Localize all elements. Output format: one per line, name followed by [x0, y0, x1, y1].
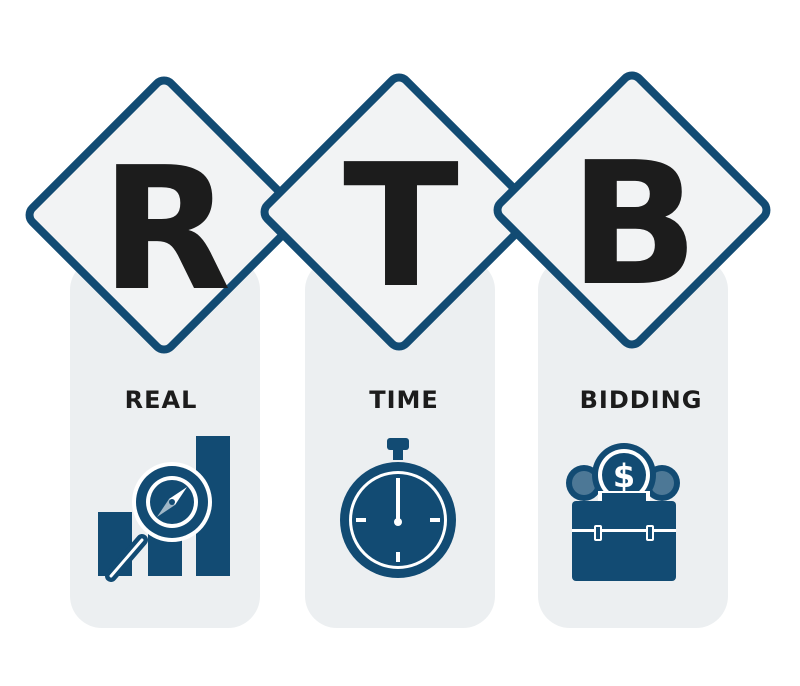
word-time: TIME — [369, 386, 439, 414]
svg-text:$: $ — [613, 457, 635, 495]
briefcase-money-icon: $ — [566, 443, 680, 581]
chart-magnifier-compass-icon — [98, 436, 230, 582]
letter-b: B — [569, 126, 699, 324]
word-real: REAL — [124, 386, 198, 414]
letter-t: T — [343, 128, 459, 326]
stopwatch-icon — [340, 438, 456, 578]
letter-r: R — [100, 131, 232, 329]
word-bidding: BIDDING — [579, 386, 703, 414]
